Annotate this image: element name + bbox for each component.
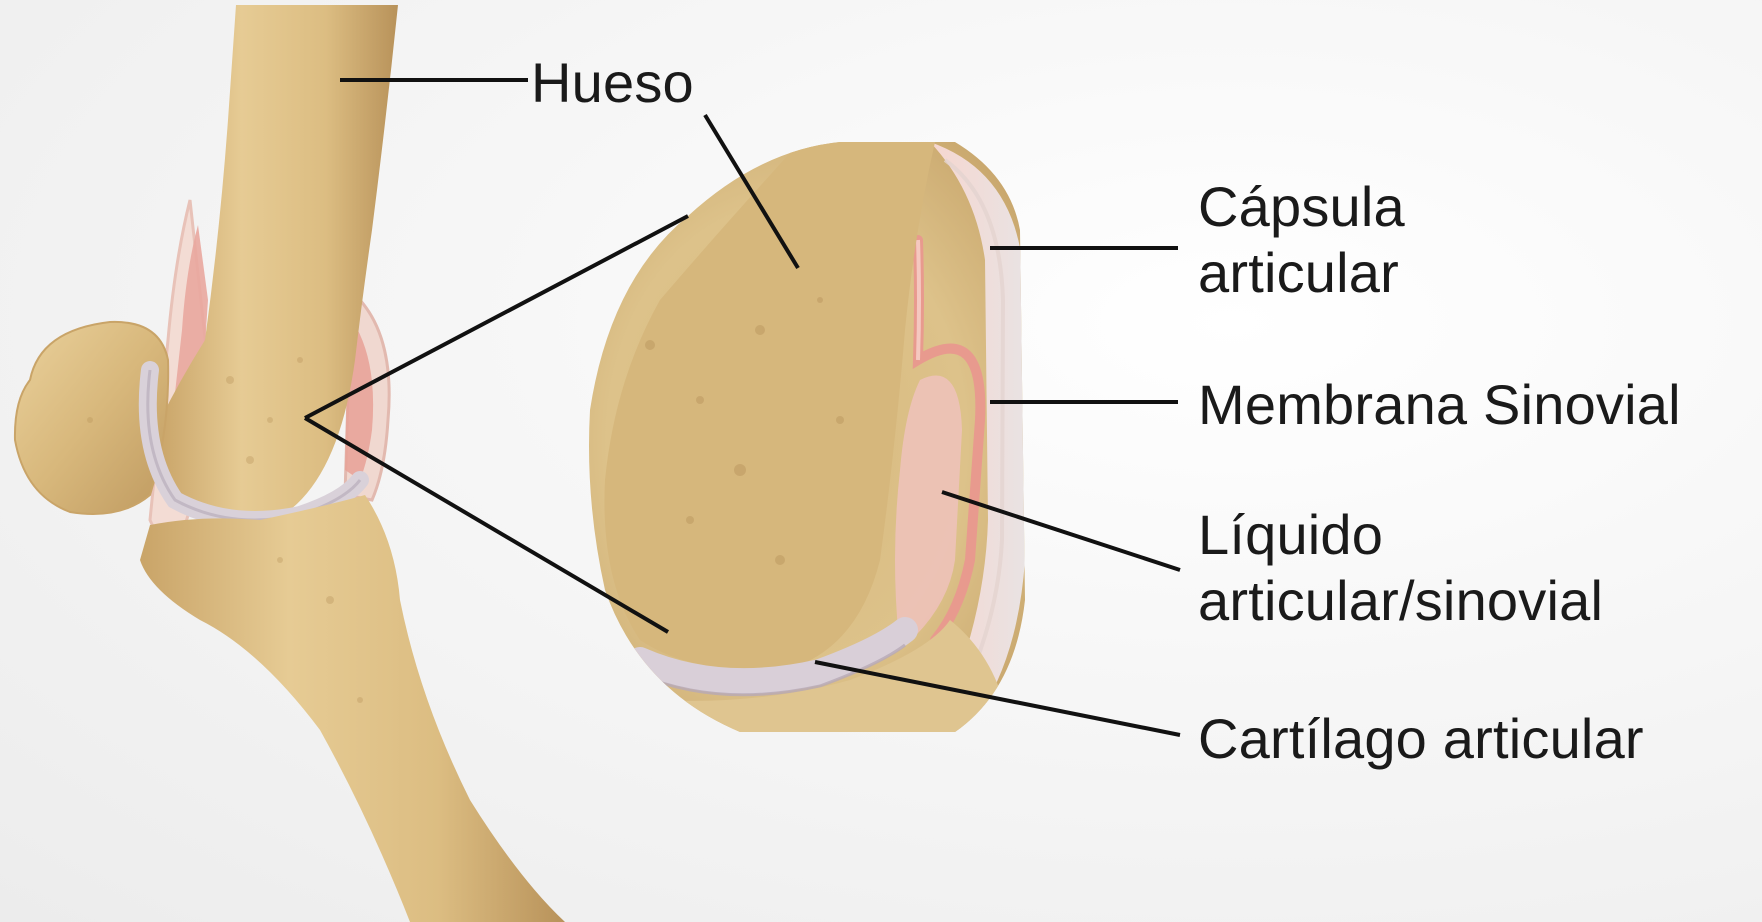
label-liquido-articular: Líquido articular/sinovial — [1198, 502, 1603, 634]
tibia-bone — [140, 495, 565, 922]
label-membrana-sinovial: Membrana Sinovial — [1198, 372, 1681, 438]
label-liquido-line2: articular/sinovial — [1198, 568, 1603, 634]
label-capsula-articular: Cápsula articular — [1198, 174, 1405, 306]
knee-overview — [15, 5, 565, 922]
label-cartilago-articular: Cartílago articular — [1198, 706, 1644, 772]
label-hueso: Hueso — [531, 50, 694, 116]
label-capsula-line1: Cápsula — [1198, 174, 1405, 240]
label-cartilago-text: Cartílago articular — [1198, 706, 1644, 772]
label-membrana-text: Membrana Sinovial — [1198, 372, 1681, 438]
label-hueso-text: Hueso — [531, 50, 694, 116]
zoom-inset — [580, 140, 1040, 740]
label-liquido-line1: Líquido — [1198, 502, 1603, 568]
label-capsula-line2: articular — [1198, 240, 1405, 306]
